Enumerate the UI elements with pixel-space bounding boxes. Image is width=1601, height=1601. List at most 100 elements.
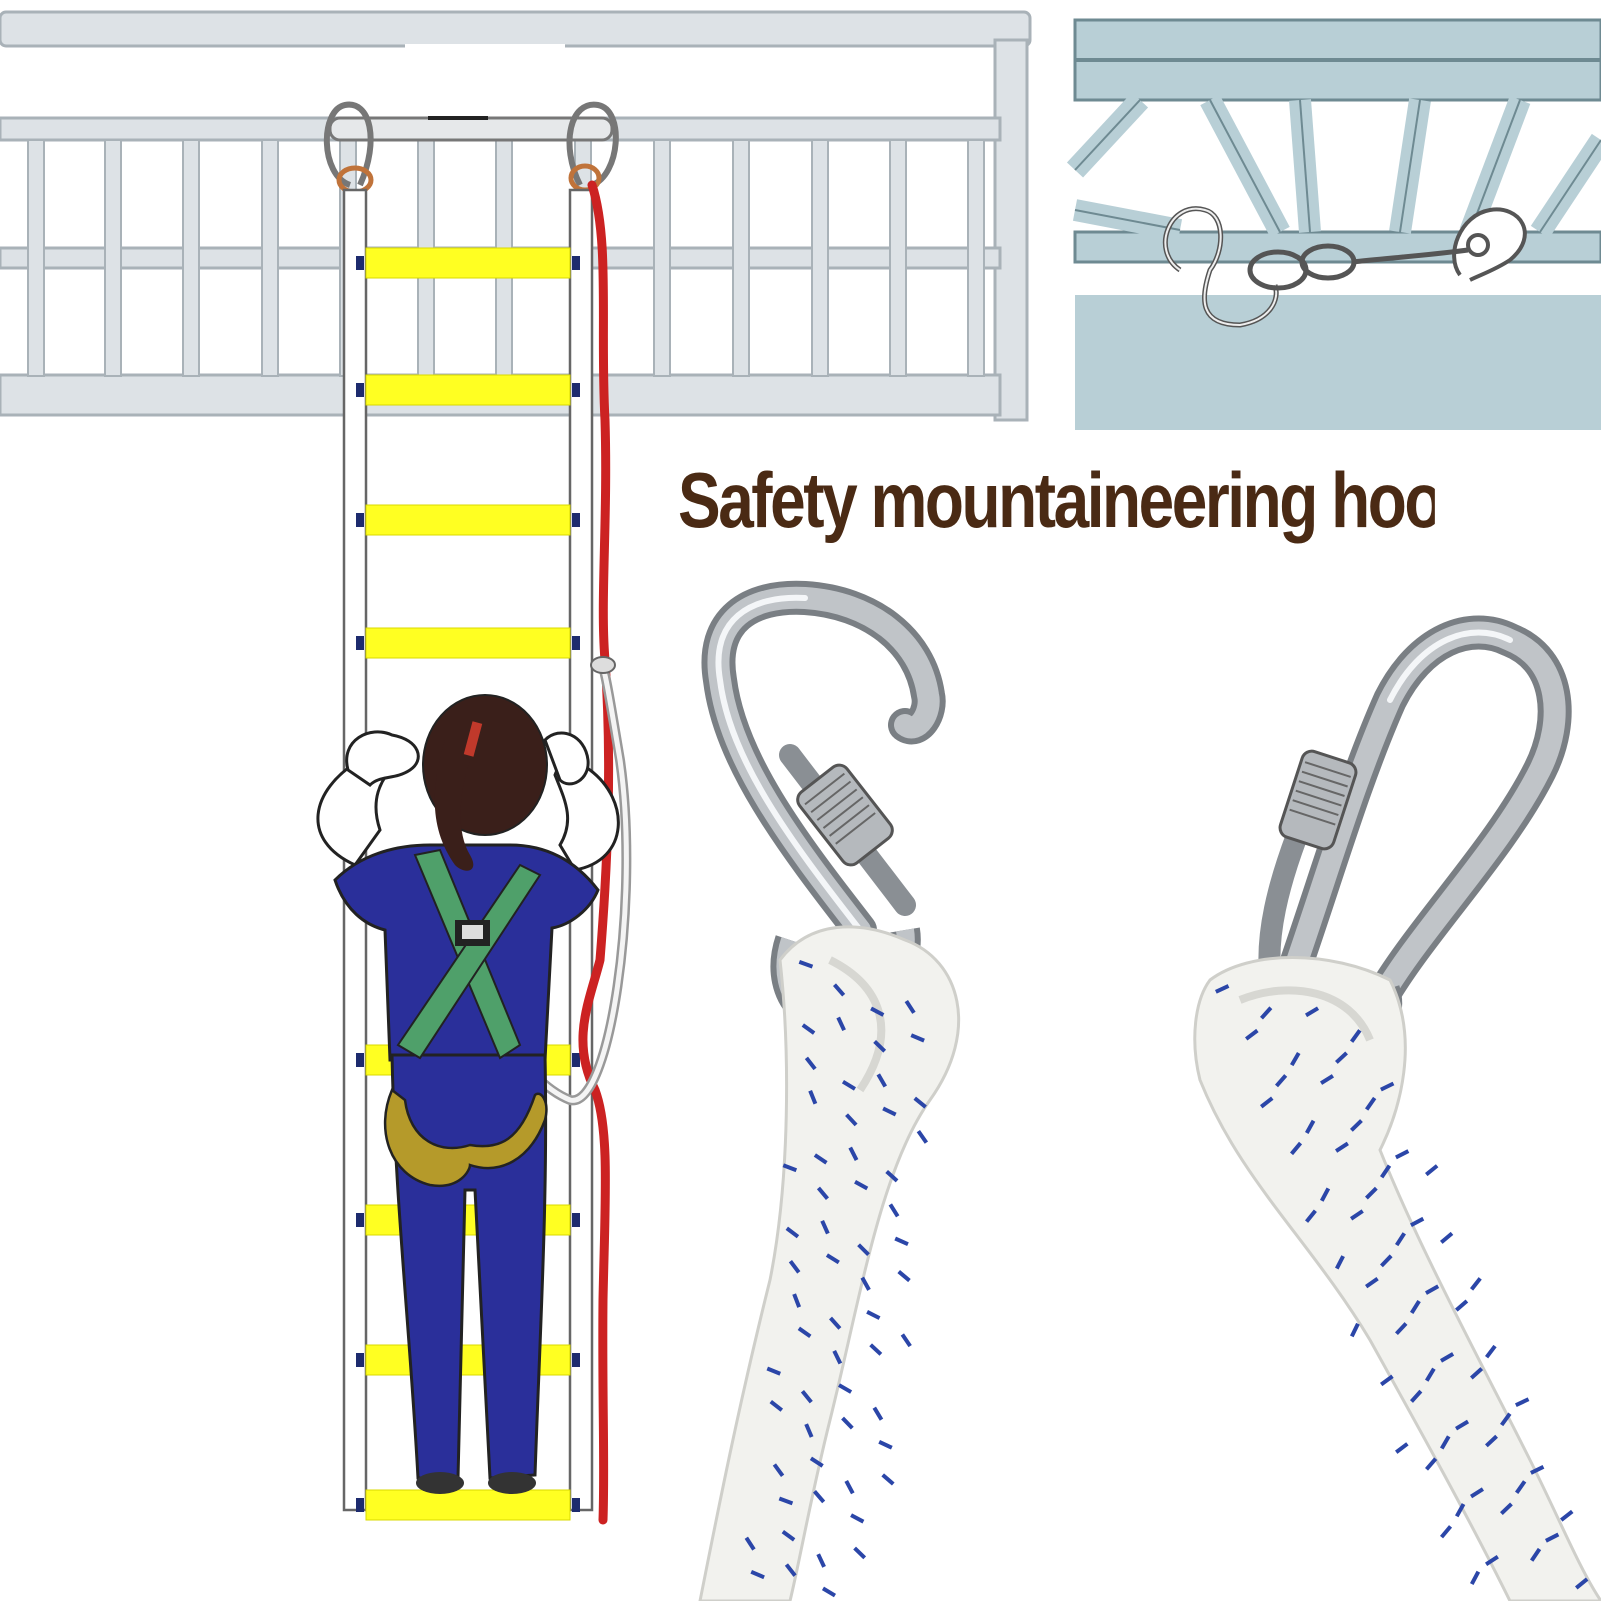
- balcony-railing: [0, 10, 1032, 422]
- detail-strut-edge: [1074, 99, 1141, 171]
- rung-tie: [572, 1213, 580, 1227]
- rope-fleck: [801, 1023, 816, 1035]
- rung-tie: [356, 1498, 364, 1512]
- caption-text: Safety mountaineering hoo: [678, 456, 1435, 544]
- rope-left: [698, 925, 961, 1601]
- rope-fleck: [797, 1326, 812, 1338]
- detail-strut-edge: [1209, 99, 1281, 233]
- worker-shoe-right: [488, 1472, 536, 1494]
- rope-fleck: [744, 1536, 756, 1551]
- rope-fleck: [838, 1383, 853, 1394]
- detail-strut-edge: [1539, 139, 1601, 233]
- rope-fleck: [857, 1243, 870, 1257]
- rope-fleck: [1484, 1434, 1498, 1448]
- rope-grab: [590, 656, 616, 674]
- rope-fleck: [1439, 1435, 1451, 1450]
- worker-hand-left: [345, 730, 420, 787]
- rope-fleck: [854, 1179, 869, 1191]
- rope-fleck: [878, 1440, 893, 1450]
- ladder-rung: [365, 247, 571, 279]
- railing-baluster: [967, 139, 985, 377]
- rope-fleck: [1350, 1119, 1363, 1132]
- rope-fleck: [825, 1253, 840, 1265]
- rope-fleck: [832, 983, 846, 997]
- rope-fleck: [1574, 1577, 1589, 1590]
- anchor-detail-panel: [1066, 18, 1601, 430]
- rope-fleck: [1215, 984, 1230, 994]
- rope-fleck: [904, 1000, 916, 1014]
- rope-fleck: [1455, 1419, 1470, 1431]
- rope-fleck: [836, 1016, 846, 1032]
- rope-fleck: [792, 1293, 802, 1308]
- rope-fleck: [1515, 1480, 1527, 1494]
- rope-fleck: [769, 1400, 784, 1412]
- carabiner-left-lock-sleeve: [796, 763, 894, 867]
- rope-fleck: [1500, 1502, 1513, 1516]
- rope-fleck: [816, 1186, 829, 1200]
- detail-strut-edge: [1074, 209, 1181, 231]
- rope-fleck: [1425, 1457, 1438, 1471]
- railing-baluster: [653, 139, 671, 377]
- rope-fleck: [1439, 1352, 1455, 1363]
- rope-fleck: [1530, 1465, 1545, 1475]
- rope-fleck: [1530, 1547, 1542, 1562]
- railing-baluster: [889, 139, 907, 377]
- rope-fleck: [885, 1170, 899, 1183]
- rope-fleck: [1379, 1374, 1394, 1387]
- rope-fleck: [1425, 1367, 1436, 1382]
- rope-fleck: [882, 1106, 897, 1117]
- rope-fleck: [850, 1513, 865, 1524]
- railing-post-right: [993, 38, 1029, 422]
- rope-fleck: [1305, 1209, 1317, 1223]
- detail-struts: [1066, 92, 1601, 241]
- rope-fleck: [808, 1090, 818, 1105]
- detail-strut-edge: [1469, 99, 1521, 233]
- anchor-bar-mark: [428, 116, 488, 120]
- rope-fleck: [913, 1096, 927, 1109]
- rope-fleck: [1410, 1299, 1421, 1314]
- rope-fleck: [1334, 1141, 1349, 1153]
- rope-fleck: [781, 1530, 796, 1542]
- rope-fleck: [853, 1546, 867, 1560]
- rope-fleck: [832, 1350, 843, 1365]
- railing-baluster: [732, 139, 750, 377]
- rope-fleck: [1395, 1442, 1409, 1454]
- rope-fleck: [1365, 1186, 1378, 1200]
- rope-fleck: [1379, 1164, 1392, 1179]
- worker-legs: [390, 1053, 548, 1480]
- ladder-rung: [365, 374, 571, 406]
- rope-fleck: [873, 1040, 887, 1053]
- railing-baluster: [811, 139, 829, 377]
- rope-fleck: [1319, 1187, 1331, 1202]
- rope-fleck: [845, 1113, 858, 1127]
- rope-fleck: [1245, 1028, 1259, 1041]
- rope-fleck: [1469, 1487, 1484, 1499]
- rope-fleck: [1439, 1231, 1454, 1244]
- rope-fleck: [766, 1366, 781, 1376]
- rung-tie: [356, 1213, 364, 1227]
- rope-fleck: [1470, 1367, 1484, 1380]
- railing-baluster: [261, 139, 279, 377]
- detail-floor: [1075, 295, 1601, 430]
- rope-fleck: [1365, 1276, 1379, 1289]
- rope-fleck: [1365, 1096, 1377, 1111]
- rope-fleck: [1305, 1119, 1316, 1134]
- rope-fleck: [829, 1316, 842, 1330]
- rope-fleck: [1410, 1216, 1425, 1228]
- railing-baluster: [182, 139, 200, 377]
- rung-tie: [356, 1353, 364, 1367]
- carabiner-right-lock-sleeve: [1278, 749, 1358, 851]
- ladder-rung: [365, 1489, 571, 1521]
- rope-right: [1193, 956, 1601, 1601]
- rope-fleck: [1394, 1322, 1408, 1336]
- rope-fleck: [820, 1219, 830, 1235]
- anchor-hook-right-icon: [566, 101, 619, 188]
- rope-fleck: [1290, 1141, 1303, 1156]
- rope-fleck: [848, 1146, 859, 1161]
- rung-tie: [572, 1353, 580, 1367]
- railing-handrail: [0, 10, 1032, 48]
- rope-fleck: [809, 1456, 824, 1468]
- rope-fleck: [1380, 1254, 1393, 1268]
- rung-tie: [572, 1053, 580, 1067]
- rung-tie: [572, 1498, 580, 1512]
